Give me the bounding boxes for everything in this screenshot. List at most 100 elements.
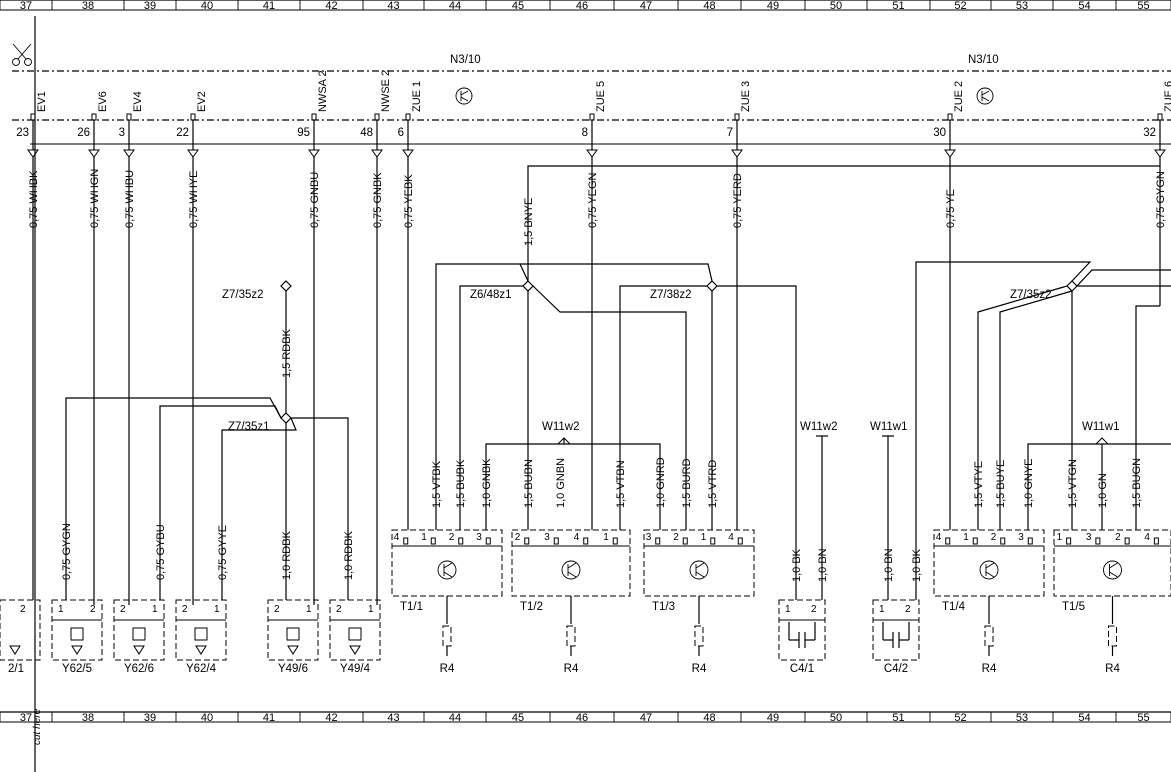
grid-label-top: 46 xyxy=(576,0,588,12)
pin-signal-label: EV2 xyxy=(196,91,208,112)
transistor-icon xyxy=(695,571,705,578)
shield-label: W11w2 xyxy=(800,421,838,433)
pin-number: 7 xyxy=(727,127,733,139)
splice-label: Z6/48z1 xyxy=(470,289,512,301)
coil-pin xyxy=(403,537,409,545)
transistor-icon xyxy=(561,560,581,580)
grid-label-bottom: 47 xyxy=(640,712,652,724)
wire-segment xyxy=(435,263,529,530)
transistor-icon xyxy=(976,87,994,105)
pin-number: 3 xyxy=(646,532,652,543)
transistor-icon xyxy=(1109,571,1118,578)
wire-label: 1,5 VTYE xyxy=(973,461,985,508)
grid-label-top: 48 xyxy=(703,0,715,12)
coil-pin xyxy=(458,537,464,545)
grid-label-bottom: 44 xyxy=(449,712,461,724)
module-label: N3/10 xyxy=(968,54,999,66)
grid-label-bottom: 55 xyxy=(1137,712,1149,724)
wire-segment xyxy=(1135,305,1160,530)
scissors-icon xyxy=(12,43,32,66)
pin-number: 30 xyxy=(933,127,946,139)
grid-label-top: 37 xyxy=(20,0,32,12)
wire-label: 1,5 BNYE xyxy=(523,198,535,246)
component-label: Y62/6 xyxy=(124,663,154,675)
wire-segment xyxy=(527,165,592,286)
grid-label-bottom: 46 xyxy=(576,712,588,724)
coil-pin xyxy=(612,537,618,545)
wire-label: 1,5 BUBK xyxy=(455,459,467,508)
grid-label-top: 38 xyxy=(82,0,94,12)
resistor-label: R4 xyxy=(440,663,455,675)
wire-label: 1,5 BUGN xyxy=(1131,458,1143,508)
wire-label: 1,0 BN xyxy=(817,548,829,582)
coil-icon xyxy=(348,627,362,641)
wire-segment xyxy=(221,417,297,600)
wire-label: 0,75 WHBU xyxy=(124,170,136,228)
resistor-label: R4 xyxy=(564,663,579,675)
wire-segment xyxy=(999,290,1073,530)
valve-icon xyxy=(9,645,21,655)
pin-number: 1 xyxy=(214,604,220,615)
arrow-icon xyxy=(371,149,383,158)
pin-signal-label: ZUE 1 xyxy=(411,81,423,112)
coil-icon xyxy=(132,627,146,641)
splice-label: Z7/38z2 xyxy=(650,289,692,301)
wire-label: 1,5 VTRD xyxy=(707,460,719,508)
pin-signal-label: ZUE 6 xyxy=(1163,81,1171,112)
pin-number: 3 xyxy=(1018,532,1024,543)
pin-number: 2 xyxy=(673,532,679,543)
component-label: T1/3 xyxy=(652,601,675,613)
pin-number: 26 xyxy=(77,127,90,139)
wire-label: 1,5 VTGN xyxy=(1067,459,1079,508)
arrow-icon xyxy=(402,149,414,158)
wire-label: 1,0 GNBK xyxy=(481,458,493,508)
valve-component xyxy=(175,599,227,661)
pin-number: 2 xyxy=(905,604,911,615)
pin-number: 4 xyxy=(394,532,400,543)
pin-number: 4 xyxy=(574,532,580,543)
wire-label: 0,75 YE xyxy=(945,189,957,228)
valve-icon xyxy=(287,645,299,655)
wire-label: 0,75 WHBK xyxy=(28,170,40,228)
wire-segment xyxy=(977,285,1068,530)
pin-number: 1 xyxy=(152,604,158,615)
coil-pin xyxy=(1000,537,1006,545)
wire-segment xyxy=(485,443,661,530)
grid-label-bottom: 48 xyxy=(703,712,715,724)
ignition-coil-component xyxy=(1053,529,1171,597)
grid-label-bottom: 49 xyxy=(767,712,779,724)
pin-number: 2 xyxy=(20,604,26,615)
coil-pin xyxy=(553,537,559,545)
grid-label-bottom: 50 xyxy=(830,712,842,724)
grid-label-top: 50 xyxy=(830,0,842,12)
arrow-icon xyxy=(123,149,135,158)
valve-component xyxy=(51,599,103,661)
transistor-icon xyxy=(985,562,995,569)
grid-label-top: 55 xyxy=(1137,0,1149,12)
transistor-icon xyxy=(1103,560,1122,580)
component-label: C4/1 xyxy=(790,663,814,675)
resistor-label: R4 xyxy=(982,663,997,675)
pin-number: 2 xyxy=(811,604,817,615)
coil-icon xyxy=(286,627,300,641)
wire-label: 1,5 RDBK xyxy=(281,328,293,378)
valve-component xyxy=(329,599,381,661)
wire-label: 0,75 GYBU xyxy=(155,524,167,580)
component-label: Y62/5 xyxy=(62,663,92,675)
wire-label: 0,75 WHGN xyxy=(89,169,101,228)
wire-label: 1,5 BUBN xyxy=(523,459,535,508)
coil-pin xyxy=(737,537,743,545)
coil-pin xyxy=(1095,537,1101,545)
arrow-icon xyxy=(88,149,100,158)
wire-label: 1,5 VTBK xyxy=(431,460,443,508)
pin-number: 2 xyxy=(449,532,455,543)
component-label: T1/2 xyxy=(520,601,543,613)
pin-signal-label: EV4 xyxy=(132,91,144,112)
wire-label: 0,75 GYYE xyxy=(217,525,229,580)
wire-segment xyxy=(159,405,282,600)
